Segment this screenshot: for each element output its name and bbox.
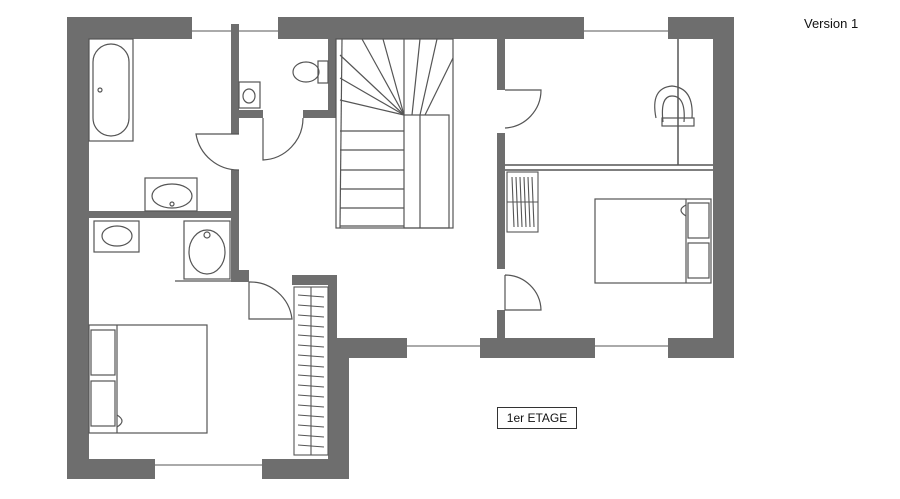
staircase: [335, 38, 454, 229]
wardrobe-left: [293, 286, 329, 456]
thin-partitions: [505, 39, 713, 171]
floor-label: 1er ETAGE: [497, 407, 577, 429]
washbasin-1: [144, 177, 198, 212]
windows: [155, 30, 668, 466]
small-washbasin: [238, 81, 261, 109]
interior-walls: [89, 24, 505, 340]
version-label: Version 1: [804, 16, 859, 31]
bed-right: [594, 198, 712, 284]
shower-tray: [175, 220, 231, 282]
bed-left: [88, 324, 208, 434]
exterior-walls: [67, 17, 734, 479]
bathtub: [88, 38, 134, 142]
wardrobe-right: [506, 171, 539, 233]
toilet-1: [292, 60, 329, 84]
toilet-2: [654, 85, 695, 127]
washbasin-2: [93, 220, 140, 253]
door-swings: [195, 89, 542, 320]
